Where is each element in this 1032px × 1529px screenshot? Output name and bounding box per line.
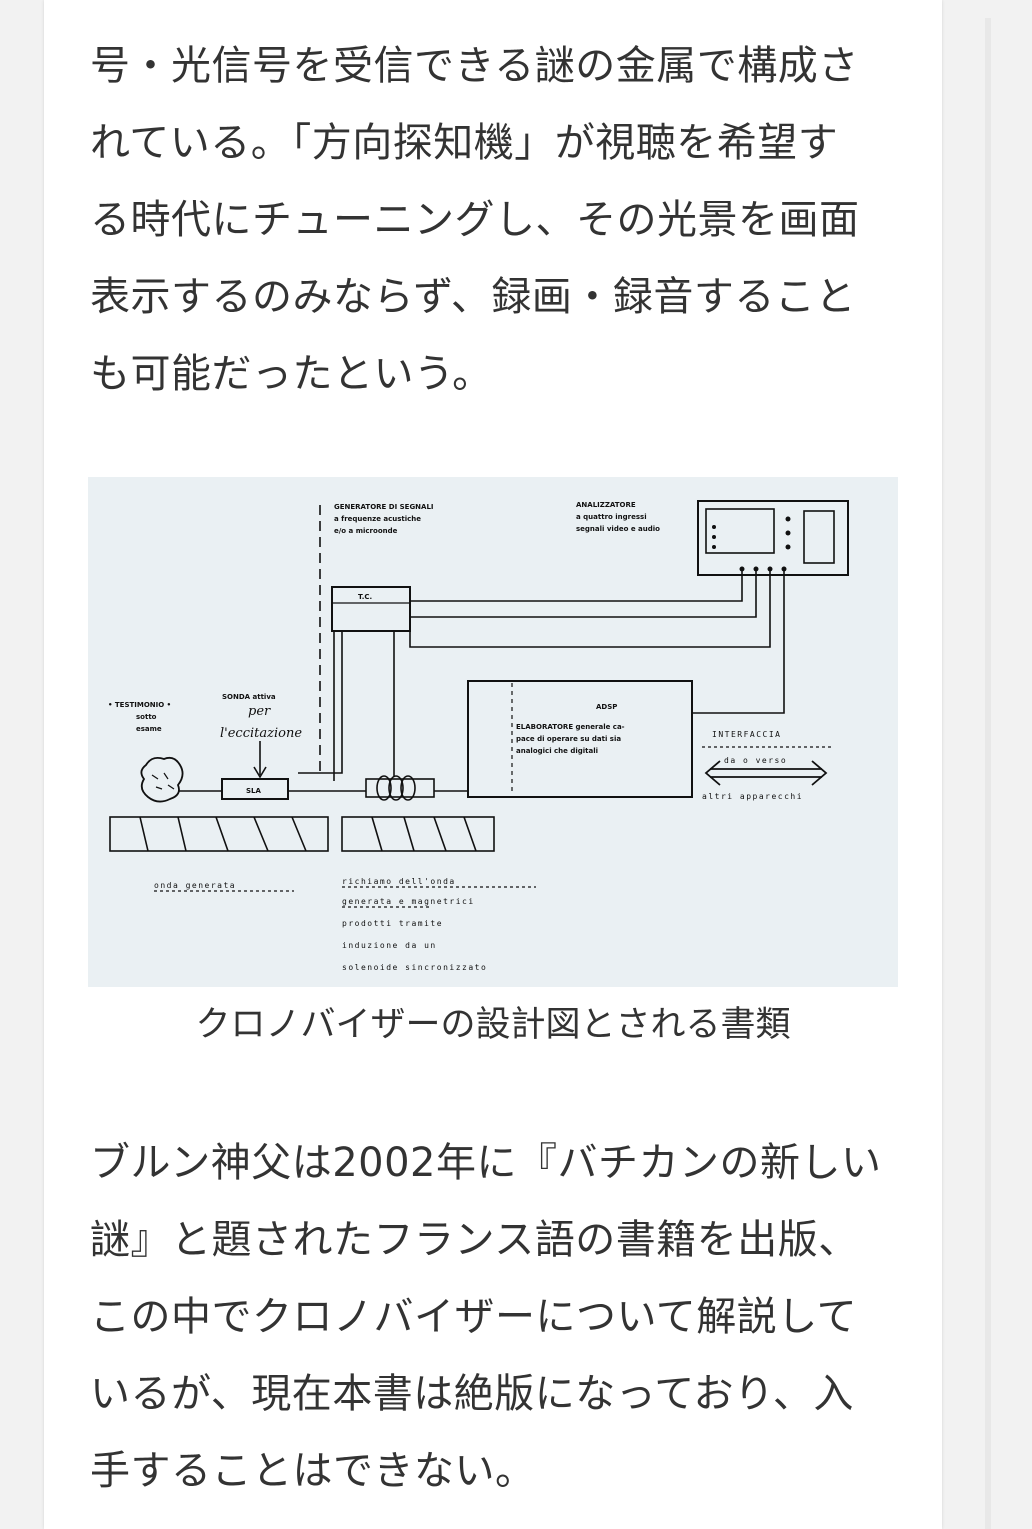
sonda-label: SONDA attiva xyxy=(222,693,276,701)
paragraph-line: 手することはできない。 xyxy=(90,1448,536,1494)
onda-label: onda generata xyxy=(154,881,236,890)
testimonio-label: sotto xyxy=(136,713,157,721)
testimonio-label: esame xyxy=(136,725,162,733)
handwritten-note: l'eccitazione xyxy=(220,726,302,741)
article-paragraph: ブルン神父は2002年に『バチカンの新しい 謎』と題されたフランス語の書籍を出版… xyxy=(90,1125,900,1510)
figure-caption: クロノバイザーの設計図とされる書類 xyxy=(195,1005,791,1045)
generatore-label: e/o a microonde xyxy=(334,527,398,535)
handwritten-note: per xyxy=(248,704,271,719)
testimonio-label: • TESTIMONIO • xyxy=(108,701,171,709)
interfaccia-label: da o verso xyxy=(724,756,787,765)
paragraph-line: 表示するのみならず、録画・録音すること xyxy=(90,274,856,320)
analizzatore-label: a quattro ingressi xyxy=(576,513,647,521)
paragraph-line: れている。「方向探知機」が視聴を希望す xyxy=(90,120,839,166)
paragraph-line: る時代にチューニングし、その光景を画面 xyxy=(90,197,860,243)
paragraph-line: ブルン神父は2002年に『バチカンの新しい xyxy=(90,1140,882,1186)
interfaccia-label: altri apparecchi xyxy=(702,792,803,801)
generatore-label: a frequenze acustiche xyxy=(334,515,421,523)
chronovisor-blueprint-figure: GENERATORE DI SEGNALI a frequenze acusti… xyxy=(88,477,898,987)
elaboratore-label: ELABORATORE generale ca- xyxy=(516,723,625,731)
analizzatore-label: ANALIZZATORE xyxy=(576,501,636,509)
adsp-label: ADSP xyxy=(596,703,617,711)
paragraph-line: も可能だったという。 xyxy=(90,351,493,397)
article-paragraph: 号・光信号を受信できる謎の金属で構成さ れている。「方向探知機」が視聴を希望す … xyxy=(90,28,900,413)
paragraph-line: 号・光信号を受信できる謎の金属で構成さ xyxy=(90,43,859,89)
paragraph-line: いるが、現在本書は絶版になっており、入 xyxy=(90,1371,854,1417)
richiamo-label: richiamo dell'onda xyxy=(342,877,456,886)
analizzatore-label: segnali video e audio xyxy=(576,525,660,533)
richiamo-label: induzione da un xyxy=(342,941,437,950)
richiamo-label: prodotti tramite xyxy=(342,919,443,928)
elaboratore-label: pace di operare su dati sia xyxy=(516,735,621,743)
richiamo-label: solenoide sincronizzato xyxy=(342,963,487,972)
paragraph-line: 謎』と題されたフランス語の書籍を出版、 xyxy=(90,1217,859,1263)
sla-label: SLA xyxy=(246,787,262,795)
blueprint-diagram: GENERATORE DI SEGNALI a frequenze acusti… xyxy=(108,500,849,972)
generatore-label: GENERATORE DI SEGNALI xyxy=(334,503,434,511)
elaboratore-label: analogici che digitali xyxy=(516,747,598,755)
richiamo-label: generata e magnetrici xyxy=(342,897,475,906)
page-edge xyxy=(985,18,991,1529)
interfaccia-label: INTERFACCIA xyxy=(712,730,781,739)
paragraph-line: この中でクロノバイザーについて解説して xyxy=(90,1294,858,1340)
tc-label: T.C. xyxy=(358,593,372,601)
